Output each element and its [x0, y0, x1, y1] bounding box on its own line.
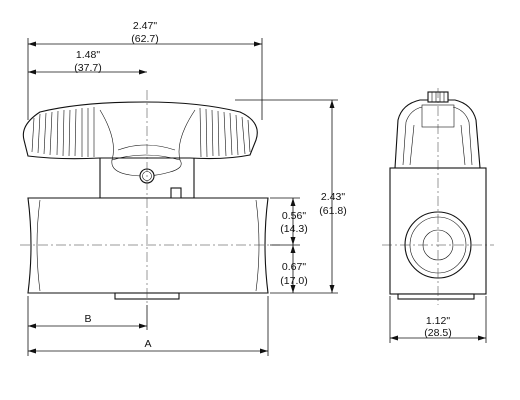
- dim-upper-body-inch: 0.56": [282, 210, 306, 222]
- dim-overall-height-mm: (61.8): [319, 205, 346, 217]
- side-view: [382, 88, 494, 305]
- valve-body: [27, 197, 269, 294]
- dim-lower-body-mm: (17.0): [280, 275, 307, 287]
- dim-a: A: [28, 296, 269, 356]
- handle-ridges-right: [199, 107, 251, 158]
- dim-handle-offset-mm: (37.7): [74, 62, 101, 74]
- dim-side-width-mm: (28.5): [424, 327, 451, 339]
- side-bonnet: [394, 99, 481, 169]
- handle-center-contour: [99, 109, 196, 161]
- handle-knob: [22, 101, 258, 160]
- dim-lower-body-inch: 0.67": [282, 261, 306, 273]
- dim-b-label: B: [84, 313, 91, 325]
- dim-overall-width-mm: (62.7): [131, 33, 158, 45]
- dim-overall-height-inch: 2.43": [321, 191, 345, 203]
- dim-overall-width-inch: 2.47": [133, 20, 157, 32]
- dim-handle-offset-inch: 1.48": [76, 49, 100, 61]
- dim-body-split: 0.56" (14.3) 0.67" (17.0): [270, 197, 308, 293]
- dim-b: B: [27, 296, 148, 356]
- dim-overall-height: 2.43" (61.8): [235, 99, 347, 294]
- front-view: [20, 90, 280, 305]
- handle-ridges-left: [31, 107, 95, 157]
- dim-side-width: 1.12" (28.5): [389, 296, 487, 343]
- dim-upper-body-mm: (14.3): [280, 223, 307, 235]
- dim-overall-width: 2.47" (62.7): [27, 20, 263, 120]
- dim-a-label: A: [144, 338, 151, 350]
- dim-handle-offset: 1.48" (37.7): [28, 49, 147, 75]
- dim-side-width-inch: 1.12": [426, 315, 450, 327]
